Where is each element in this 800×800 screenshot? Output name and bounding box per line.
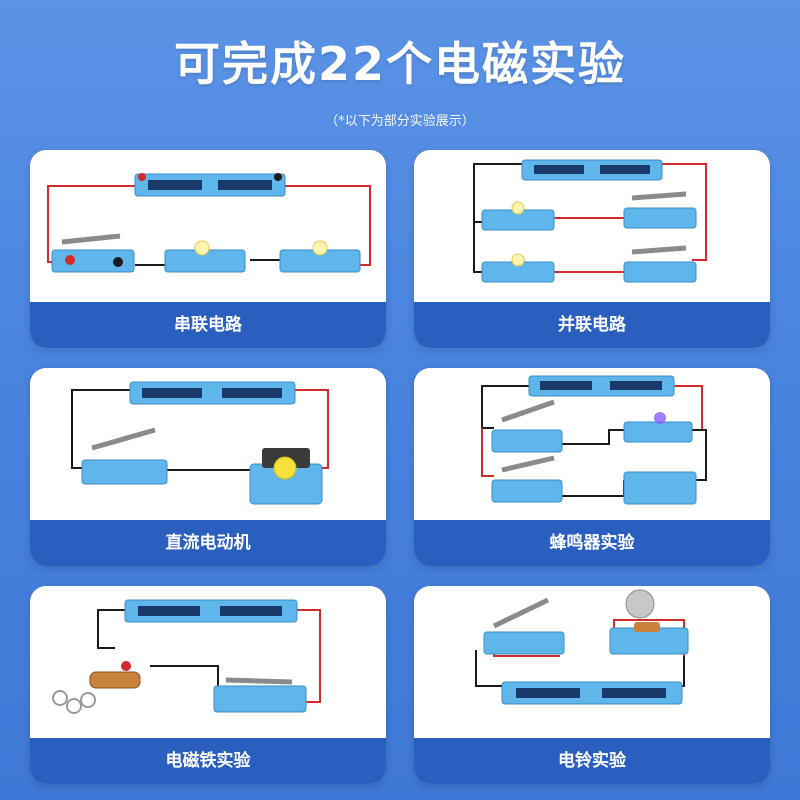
switch-base — [483, 631, 565, 655]
card-caption: 蜂鸣器实验 — [414, 520, 770, 566]
switch-lever — [492, 597, 550, 629]
dc-motor-illustration — [71, 381, 329, 505]
card-electromagnet: 电磁铁实验 — [30, 586, 386, 784]
page-subtitle: （*以下为部分实验展示） — [325, 114, 475, 129]
battery-label — [222, 388, 282, 398]
battery-label — [540, 381, 592, 390]
motor-fan — [273, 456, 297, 480]
wire-black — [97, 609, 125, 649]
card-buzzer: 蜂鸣器实验 — [414, 368, 770, 566]
wire-black — [481, 385, 529, 429]
wire-black — [473, 163, 522, 273]
battery-label — [516, 688, 580, 698]
card-caption: 电铃实验 — [414, 738, 770, 784]
wire-red — [481, 428, 494, 477]
series-circuit-illustration — [47, 173, 371, 273]
wire-red — [292, 389, 329, 469]
battery-label — [148, 180, 202, 190]
battery-label — [534, 165, 584, 174]
battery-label — [138, 606, 200, 616]
wire-red — [659, 163, 707, 261]
wire-red — [280, 185, 371, 266]
card-series-circuit: 串联电路 — [30, 150, 386, 348]
switch-base — [623, 261, 697, 283]
bulb — [511, 253, 525, 267]
bulb — [511, 201, 525, 215]
battery-box — [134, 173, 286, 197]
switch-lever — [225, 677, 293, 685]
bell-dome — [625, 589, 655, 619]
wire-red — [292, 609, 321, 703]
switch-lever — [501, 455, 555, 473]
paper-clip — [52, 690, 68, 706]
wire-black — [686, 429, 707, 481]
led-glow — [654, 412, 666, 424]
terminal-red — [138, 173, 146, 181]
battery-label — [602, 688, 666, 698]
led-holder — [623, 421, 693, 443]
wire-black — [150, 665, 219, 696]
card-parallel-circuit: 并联电路 — [414, 150, 770, 348]
terminal-black — [113, 257, 123, 267]
buzzer-illustration — [481, 375, 707, 505]
switch-lever — [631, 191, 687, 201]
parallel-circuit-illustration — [473, 159, 707, 283]
battery-box — [129, 381, 296, 405]
terminal-red — [121, 661, 131, 671]
wire-black — [71, 389, 130, 469]
electric-bell-illustration — [475, 589, 689, 705]
switch-base — [491, 479, 563, 503]
card-caption: 电磁铁实验 — [30, 738, 386, 784]
card-electric-bell: 电铃实验 — [414, 586, 770, 784]
paper-clip — [66, 698, 82, 714]
terminal-black — [274, 173, 282, 181]
wire-black — [559, 480, 625, 497]
switch-lever — [91, 427, 156, 451]
switch-lever — [61, 233, 121, 245]
switch-lever — [501, 399, 555, 423]
bulb — [312, 240, 328, 256]
battery-label — [218, 180, 272, 190]
battery-box — [124, 599, 298, 623]
card-caption: 串联电路 — [30, 302, 386, 348]
card-dc-motor: 直流电动机 — [30, 368, 386, 566]
terminal-red — [65, 255, 75, 265]
switch-base — [51, 249, 135, 273]
switch-base — [491, 429, 563, 453]
battery-label — [610, 381, 662, 390]
bell-coil — [634, 622, 660, 632]
battery-label — [600, 165, 650, 174]
switch-base — [81, 459, 168, 485]
battery-box — [501, 681, 683, 705]
page-title: 可完成22个电磁实验 — [173, 37, 626, 91]
buzzer-holder — [623, 471, 697, 505]
switch-base — [213, 685, 307, 713]
electromagnet-illustration — [52, 599, 321, 714]
battery-label — [220, 606, 282, 616]
switch-base — [623, 207, 697, 229]
wire-black — [475, 650, 504, 687]
switch-lever — [631, 245, 687, 255]
card-caption: 并联电路 — [414, 302, 770, 348]
card-caption: 直流电动机 — [30, 520, 386, 566]
battery-label — [142, 388, 202, 398]
wire-black — [559, 429, 624, 445]
bulb — [194, 240, 210, 256]
paper-clip — [80, 692, 96, 708]
electromagnet-coil — [89, 671, 141, 689]
